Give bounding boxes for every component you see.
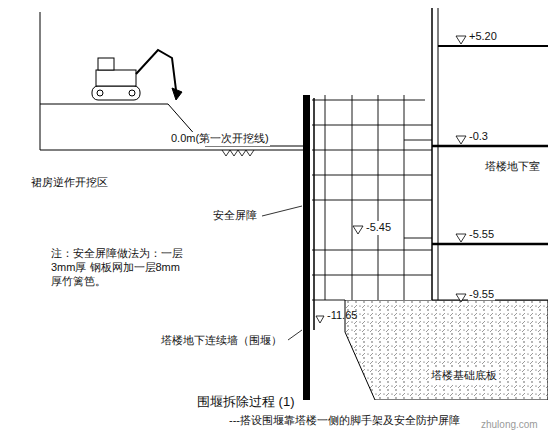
watermark: zhulong.com <box>480 419 539 432</box>
level-label: -5.45 <box>365 221 392 235</box>
level-label: 0.0m(第一次开挖线) <box>170 132 270 146</box>
diaphragm-wall <box>303 95 310 400</box>
level-label: -5.55 <box>468 228 495 242</box>
level-marker <box>316 36 466 323</box>
callout-label: 安全屏障 <box>212 209 258 223</box>
subtitle-text: ---搭设围堰靠塔楼一侧的脚手架及安全防护屏障 <box>228 414 461 428</box>
tower-basement <box>432 8 548 300</box>
level-label: -0.3 <box>468 130 489 144</box>
foundation-slab: 塔楼基础底板 <box>330 300 548 400</box>
room-label: 塔楼地下室 <box>484 160 541 174</box>
slab-label: 塔楼基础底板 <box>429 368 499 383</box>
excavator <box>92 50 182 100</box>
callout-label: 塔楼地下连续墙（围堰） <box>160 334 283 348</box>
scaffold <box>312 95 432 300</box>
note-text: 注：安全屏障做法为：一层3mm厚 钢板网加一层8mm厚竹篱笆。 <box>50 247 184 288</box>
slab-outline <box>330 300 548 400</box>
level-label: +5.20 <box>468 30 498 44</box>
caption-text: 围堰拆除过程 (1) <box>196 394 296 410</box>
area-label: 裙房逆作开挖区 <box>30 176 109 190</box>
